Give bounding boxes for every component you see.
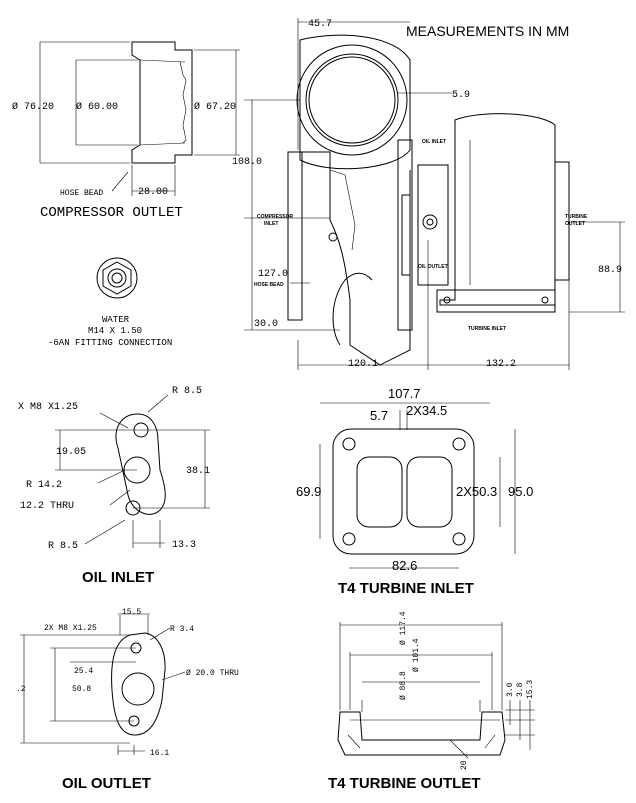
oil-inlet-13-3: 13.3 xyxy=(172,540,196,551)
t4-outlet-15-3: 15.3 xyxy=(526,680,535,699)
turbo-compressor-inlet-2: INLET xyxy=(264,221,278,227)
oil-outlet-thread: 2X M8 X1.25 xyxy=(44,624,97,633)
turbo-dim-45-7: 45.7 xyxy=(308,19,332,30)
t4-inlet-107-7: 107.7 xyxy=(388,386,421,401)
compressor-dia-67: Ø 67.20 xyxy=(194,101,236,113)
turbo-assembly-drawing xyxy=(244,18,625,370)
turbo-turbine-inlet: TURBINE INLET xyxy=(468,326,506,332)
water-line1: WATER xyxy=(102,315,130,325)
t4-outlet-88-8: Ø 88.8 xyxy=(399,671,408,700)
oil-outlet-r-3-4: R 3.4 xyxy=(170,625,194,634)
t4-outlet-20: 20 xyxy=(460,760,469,770)
oil-inlet-r-top: R 8.5 xyxy=(172,386,202,397)
turbo-compressor-inlet-1: COMPRESSOR xyxy=(257,214,294,220)
t4-outlet-title: T4 TURBINE OUTLET xyxy=(328,775,481,792)
turbo-dim-132: 132.2 xyxy=(486,359,516,370)
water-fitting-drawing xyxy=(96,257,138,299)
turbo-dim-120: 120.1 xyxy=(348,359,378,370)
water-line3: -6AN FITTING CONNECTION xyxy=(48,338,172,348)
compressor-dia-76: Ø 76.20 xyxy=(12,101,54,113)
t4-outlet-3-8: 3.8 xyxy=(516,682,525,697)
oil-outlet-thru: Ø 20.0 THRU xyxy=(186,669,239,678)
oil-outlet-15-5: 15.5 xyxy=(122,608,141,617)
t4-outlet-3-0: 3.0 xyxy=(506,682,515,697)
oil-outlet-16-1: 16.1 xyxy=(150,749,169,758)
oil-outlet-flange-drawing xyxy=(20,613,186,755)
compressor-outlet-drawing xyxy=(39,41,240,196)
t4-inlet-drawing xyxy=(319,402,516,569)
oil-outlet-25-4: 25.4 xyxy=(74,667,93,676)
t4-inlet-5-7: 5.7 xyxy=(370,408,388,423)
compressor-dia-60: Ø 60.00 xyxy=(76,101,118,113)
oil-inlet-38-1: 38.1 xyxy=(186,466,210,477)
t4-outlet-101-4: Ø 101.4 xyxy=(412,638,421,672)
measurements-title: MEASUREMENTS IN MM xyxy=(406,23,569,39)
turbo-turbine-outlet-2: OUTLET xyxy=(565,221,585,227)
oil-inlet-r-14-2: R 14.2 xyxy=(26,480,62,491)
oil-inlet-thru: 12.2 THRU xyxy=(20,501,74,512)
turbo-dim-30: 30.0 xyxy=(254,319,278,330)
t4-outlet-drawing xyxy=(337,622,535,759)
t4-inlet-2x34-5: 2X34.5 xyxy=(406,403,447,418)
turbo-dim-88-9: 88.9 xyxy=(598,265,622,276)
turbo-dim-127: 127.0 xyxy=(258,269,288,280)
oil-outlet-title: OIL OUTLET xyxy=(62,775,151,792)
oil-inlet-title: OIL INLET xyxy=(82,569,154,586)
turbo-dim-108: 108.0 xyxy=(232,157,262,168)
t4-inlet-69-9: 69.9 xyxy=(296,484,321,499)
oil-outlet-50-8: 50.8 xyxy=(72,685,91,694)
compressor-hose-bead-label: HOSE BEAD xyxy=(60,189,103,198)
t4-inlet-82-6: 82.6 xyxy=(392,558,417,573)
turbo-oil-outlet: OIL OUTLET xyxy=(418,264,448,270)
turbo-hose-bead: HOSE BEAD xyxy=(254,282,284,288)
turbo-dim-5-9: 5.9 xyxy=(452,90,470,101)
turbo-oil-inlet: OIL INLET xyxy=(422,139,446,145)
oil-inlet-r-bot: R 8.5 xyxy=(48,541,78,552)
turbo-turbine-outlet-1: TURBINE xyxy=(565,214,588,220)
oil-inlet-flange-drawing xyxy=(55,394,210,548)
compressor-outlet-title: COMPRESSOR OUTLET xyxy=(40,205,183,221)
oil-inlet-thread: X M8 X1.25 xyxy=(18,402,78,413)
t4-inlet-2x50-3: 2X50.3 xyxy=(456,484,497,499)
compressor-length: 28.00 xyxy=(138,187,168,198)
t4-outlet-117-4: Ø 117.4 xyxy=(399,611,408,645)
oil-outlet-left: .2 xyxy=(16,685,26,694)
t4-inlet-95: 95.0 xyxy=(508,484,533,499)
oil-inlet-19-05: 19.05 xyxy=(56,447,86,458)
water-line2: M14 X 1.50 xyxy=(88,326,142,336)
t4-inlet-title: T4 TURBINE INLET xyxy=(338,580,474,597)
